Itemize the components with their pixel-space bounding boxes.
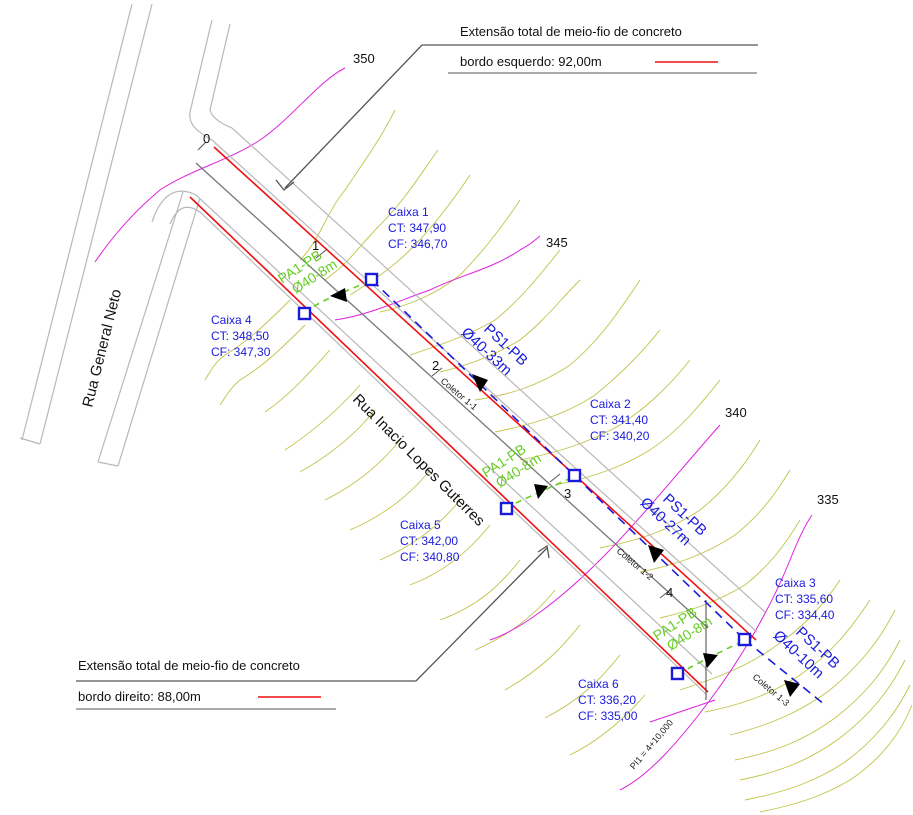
flow-arrow [784,680,800,697]
caixa-1-marker [364,272,379,287]
svg-text:CT: 347,90: CT: 347,90 [388,221,446,235]
legend-top: Extensão total de meio-fio de concreto b… [460,24,682,69]
svg-text:CT: 342,00: CT: 342,00 [400,534,458,548]
station-labels: 0 1 2 3 4 [203,131,673,600]
svg-text:CF: 347,30: CF: 347,30 [211,345,271,359]
pipe-pa-3-label: PA1-PB Ø40-8m [650,604,715,654]
road-outlines [19,3,766,695]
svg-text:CF: 346,70: CF: 346,70 [388,237,448,251]
flow-arrow [648,545,664,563]
caixa-5-label: Caixa 5 CT: 342,00 CF: 340,80 [400,518,460,564]
legend-bottom-title: Extensão total de meio-fio de concreto [78,658,300,673]
terrain-contours [204,109,913,813]
svg-text:Caixa 6: Caixa 6 [578,677,619,691]
legend-leaders [76,44,758,710]
flow-arrow [534,484,548,499]
svg-text:CF: 335,00: CF: 335,00 [578,709,638,723]
contour-labels: 350 345 340 335 [353,51,839,507]
svg-text:Caixa 5: Caixa 5 [400,518,441,532]
caixa-6-label: Caixa 6 CT: 336,20 CF: 335,00 [578,677,638,723]
inlet-boxes [297,272,752,681]
caixa-4-label: Caixa 4 CT: 348,50 CF: 347,30 [211,313,271,359]
svg-text:Caixa 3: Caixa 3 [775,576,816,590]
svg-text:2: 2 [432,358,439,373]
svg-text:4: 4 [666,585,673,600]
svg-text:Caixa 4: Caixa 4 [211,313,252,327]
flow-arrow [330,288,347,302]
svg-text:345: 345 [546,235,568,250]
pipe-ps-3-label: PS1-PB Ø40-10m [770,623,843,682]
caixa-4-marker [297,306,312,321]
road-centerline [195,162,709,629]
collector-1-1-label: Coletor 1-1 [439,376,480,412]
caixa-2-marker [567,468,582,483]
svg-text:Caixa 2: Caixa 2 [590,397,631,411]
svg-text:CT: 336,20: CT: 336,20 [578,693,636,707]
caixa-5-marker [499,501,514,516]
svg-text:350: 350 [353,51,375,66]
svg-text:335: 335 [817,492,839,507]
legend-top-text: bordo esquerdo: 92,00m [460,54,602,69]
caixa-1-label: Caixa 1 CT: 347,90 CF: 346,70 [388,205,448,251]
flow-arrow [472,374,488,392]
collector-1-2-label: Coletor 1-2 [615,546,656,582]
street-main: Rua Inacio Lopes Guterres [349,391,488,530]
svg-text:Caixa 1: Caixa 1 [388,205,429,219]
svg-text:0: 0 [203,131,210,146]
svg-text:1: 1 [312,238,319,253]
svg-text:CT: 348,50: CT: 348,50 [211,329,269,343]
legend-top-title: Extensão total de meio-fio de concreto [460,24,682,39]
major-contours [94,67,813,791]
caixa-2-label: Caixa 2 CT: 341,40 CF: 340,20 [590,397,650,443]
caixa-6-marker [670,666,685,681]
curb-left [213,146,757,641]
caixa-3-marker [737,632,752,647]
flow-arrow [703,653,718,668]
svg-text:3: 3 [564,486,571,501]
legend-bottom: Extensão total de meio-fio de concreto b… [78,658,300,704]
curb-right [189,196,709,693]
pipe-pa-2-label: PA1-PB Ø40-8m [479,441,544,491]
svg-text:CF: 340,80: CF: 340,80 [400,550,460,564]
collector-1-3-label: Coletor 1-3 [751,672,792,708]
svg-text:CF: 334,40: CF: 334,40 [775,608,835,622]
pipe-pa-1-label: PA1-PB Ø40-8m [275,247,340,297]
station-ticks [197,141,707,700]
svg-text:CT: 341,40: CT: 341,40 [590,413,648,427]
caixa-3-label: Caixa 3 CT: 335,60 CF: 334,40 [775,576,835,622]
storm-pipes-ps [371,279,826,706]
pi-label: PI1 = 4+10,000 [628,718,675,772]
legend-bottom-text: bordo direito: 88,00m [78,689,201,704]
svg-text:340: 340 [725,405,747,420]
street-general-neto: Rua General Neto [79,288,125,409]
svg-text:CT: 335,60: CT: 335,60 [775,592,833,606]
svg-text:CF: 340,20: CF: 340,20 [590,429,650,443]
